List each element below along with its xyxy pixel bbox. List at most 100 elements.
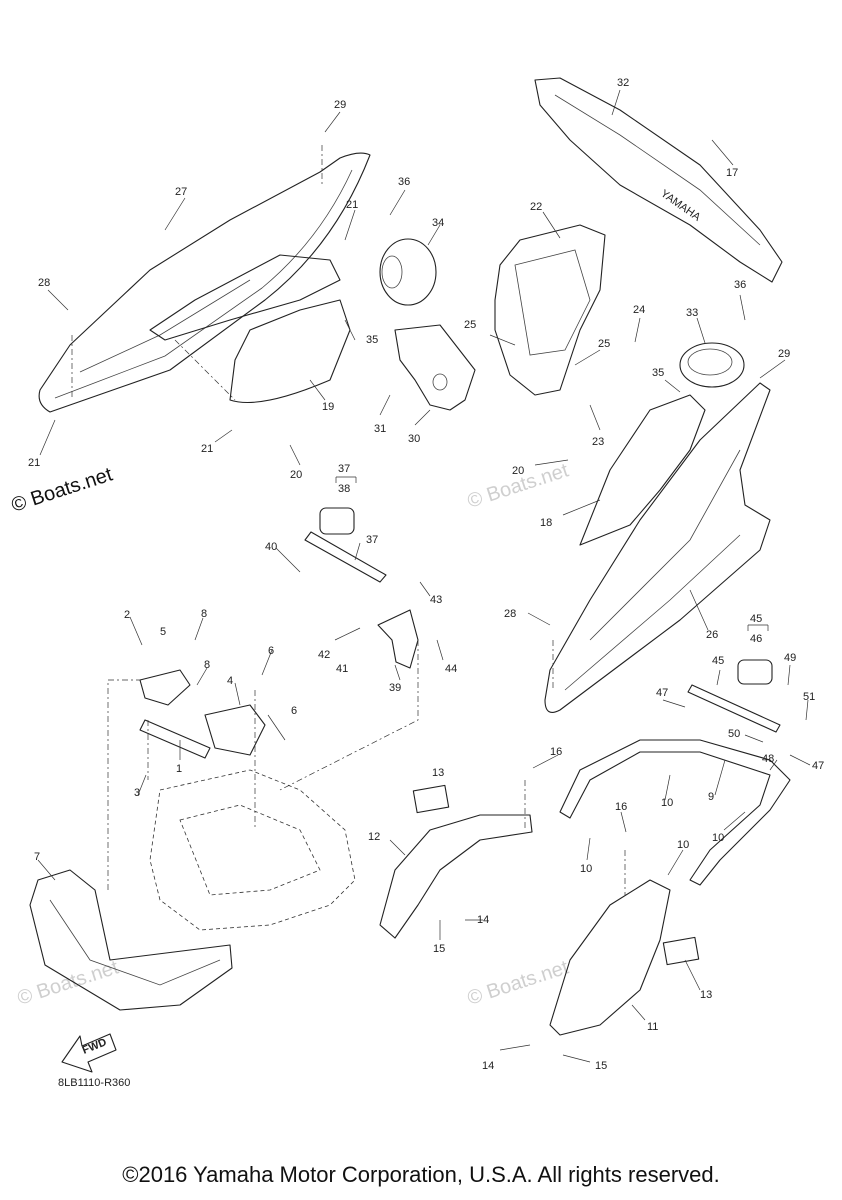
callout-11: 11: [647, 1021, 658, 1033]
callout-37a: 37: [338, 463, 350, 475]
callout-16b: 16: [615, 801, 627, 813]
callout-20b: 20: [512, 465, 524, 477]
callout-42: 42: [318, 649, 330, 661]
callout-27: 27: [175, 186, 187, 198]
cover-lettering: YAMAHA: [658, 188, 703, 224]
callout-29a: 29: [334, 99, 346, 111]
callout-15b: 15: [595, 1060, 607, 1072]
part-fender-11: [549, 879, 671, 1036]
callout-37b: 37: [366, 534, 378, 546]
callout-47b: 47: [812, 760, 824, 772]
part-bracket-30: [394, 324, 476, 411]
callout-17: 17: [726, 167, 738, 179]
diagram-code: 8LB1110-R360: [58, 1077, 130, 1089]
part-front-bumper-7: [29, 869, 233, 1011]
callout-18: 18: [540, 517, 552, 529]
part-meter-cover-34: [379, 238, 437, 306]
watermark-left: © Boats.net: [9, 463, 116, 516]
callout-10b: 10: [580, 863, 592, 875]
callout-2: 2: [124, 609, 130, 621]
callout-1: 1: [176, 763, 182, 775]
callout-5: 5: [160, 626, 166, 638]
callout-15a: 15: [433, 943, 445, 955]
part-rod-45: [687, 659, 781, 733]
callout-35a: 35: [366, 334, 378, 346]
part-inner-panel-18: [579, 394, 706, 546]
callout-14a: 14: [477, 914, 489, 926]
assembly-line: [279, 640, 419, 791]
callout-41: 41: [336, 663, 348, 675]
callout-leaders: [37, 89, 811, 1063]
callout-50: 50: [728, 728, 740, 740]
watermark-bottom-center: © Boats.net: [465, 956, 572, 1009]
fwd-arrow-icon: FWD: [61, 1033, 117, 1073]
callout-20a: 20: [290, 469, 302, 481]
callout-45b: 45: [712, 655, 724, 667]
callout-21a: 21: [346, 199, 358, 211]
callout-21c: 21: [28, 457, 40, 469]
callout-25a: 25: [464, 319, 476, 331]
callout-51: 51: [803, 691, 815, 703]
callout-4: 4: [227, 675, 233, 687]
part-panel-19: [149, 254, 351, 404]
callout-29b: 29: [778, 348, 790, 360]
assembly-line: [174, 339, 236, 401]
callout-10c: 10: [712, 832, 724, 844]
part-shaft-37: [304, 507, 387, 583]
callout-7: 7: [34, 851, 40, 863]
callout-13b: 13: [700, 989, 712, 1001]
part-frame-outline: [149, 769, 356, 931]
callout-49: 49: [784, 652, 796, 664]
part-label-13-right: [662, 936, 700, 966]
callout-8b: 8: [204, 659, 210, 671]
callout-10a: 10: [661, 797, 673, 809]
callout-40: 40: [265, 541, 277, 553]
callout-33: 33: [686, 307, 698, 319]
fwd-label: FWD: [81, 1036, 109, 1057]
callout-32: 32: [617, 77, 629, 89]
assembly-line: [107, 679, 140, 890]
callout-23: 23: [592, 436, 604, 448]
callout-31: 31: [374, 423, 386, 435]
callout-43: 43: [430, 594, 442, 606]
callout-6b: 6: [291, 705, 297, 717]
callout-3: 3: [134, 787, 140, 799]
part-side-cover-right: [544, 382, 771, 713]
part-bracket-assembly-left: [139, 669, 266, 759]
callout-numbers: 1 2 3 4 5 6 6 7 8 8 9 10 10 10 10 11 12 …: [28, 77, 824, 1072]
callout-30: 30: [408, 433, 420, 445]
callout-13a: 13: [432, 767, 444, 779]
callout-8a: 8: [201, 608, 207, 620]
callout-6a: 6: [268, 645, 274, 657]
callout-19: 19: [322, 401, 334, 413]
callout-24: 24: [633, 304, 645, 316]
callout-36b: 36: [734, 279, 746, 291]
callout-38: 38: [338, 483, 350, 495]
part-fender-12: [379, 814, 533, 939]
copyright-notice: ©2016 Yamaha Motor Corporation, U.S.A. A…: [122, 1162, 720, 1187]
part-front-cover-32: YAMAHA: [534, 77, 783, 283]
callout-26: 26: [706, 629, 718, 641]
callout-28b: 28: [504, 608, 516, 620]
callout-9: 9: [708, 791, 714, 803]
callout-45a: 45: [750, 613, 762, 625]
part-pipe-9: [559, 739, 791, 886]
part-inner-cover-22: [494, 224, 606, 396]
callout-22: 22: [530, 201, 542, 213]
callout-10d: 10: [677, 839, 689, 851]
callout-44: 44: [445, 663, 457, 675]
callout-25b: 25: [598, 338, 610, 350]
callout-14b: 14: [482, 1060, 494, 1072]
callout-35b: 35: [652, 367, 664, 379]
callout-36a: 36: [398, 176, 410, 188]
callout-34: 34: [432, 217, 444, 229]
part-label-13-left: [412, 784, 450, 814]
callout-46: 46: [750, 633, 762, 645]
callout-21b: 21: [201, 443, 213, 455]
callout-47a: 47: [656, 687, 668, 699]
callout-48: 48: [762, 753, 774, 765]
part-side-cover-left: [38, 152, 371, 413]
callout-39: 39: [389, 682, 401, 694]
part-bracket-39: [377, 609, 419, 669]
